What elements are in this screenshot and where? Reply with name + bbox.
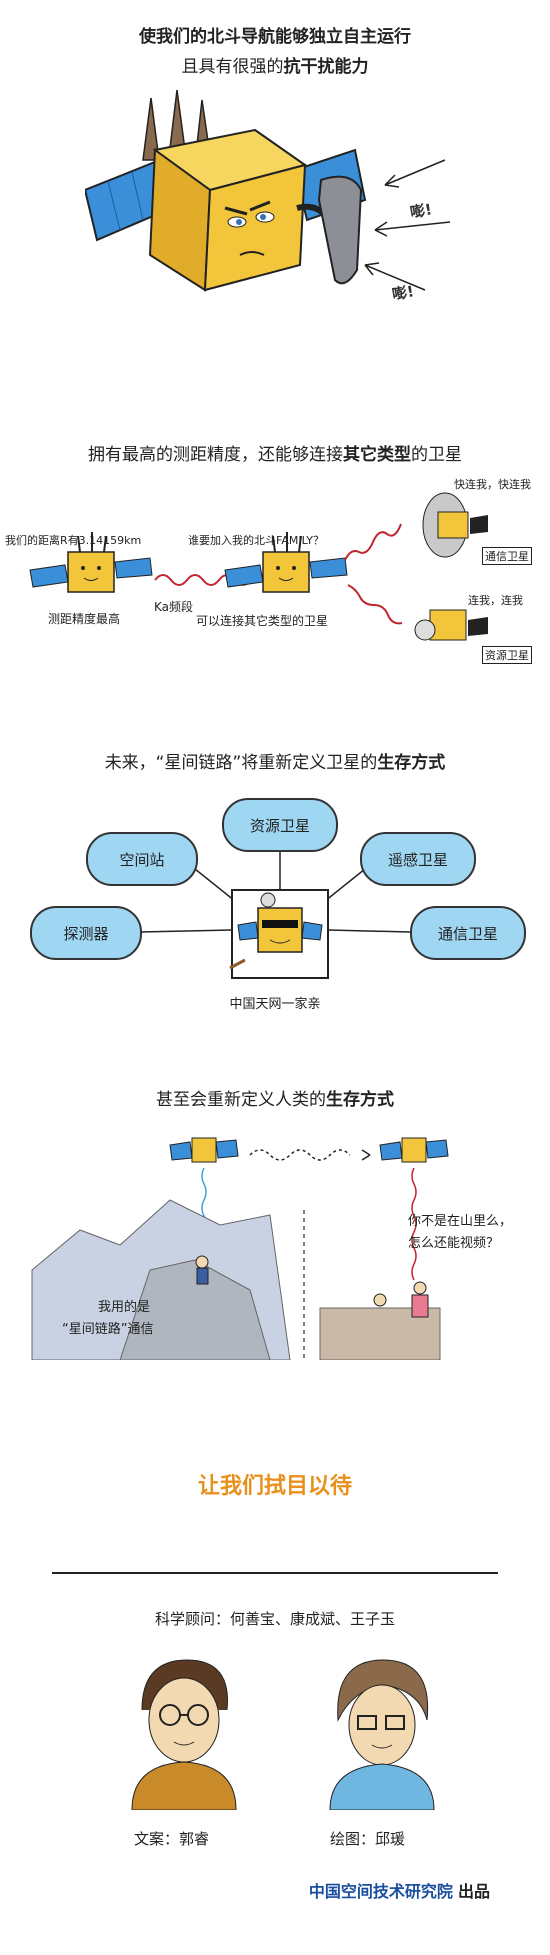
section1-title-line2-bold: 抗干扰能力 (283, 57, 369, 77)
section2-title-bold: 其它类型 (343, 445, 411, 465)
section2-title-post: 的卫星 (411, 445, 462, 465)
impact-sound-2: 嘭! (390, 282, 416, 304)
writer-credit: 文案：郭睿 (134, 1830, 210, 1848)
section1-title-line2-plain: 且具有很强的 (181, 57, 284, 77)
label-ranging-precision: 测距精度最高 (48, 612, 121, 626)
section4-title-bold: 生存方式 (326, 1090, 394, 1110)
node-resource-satellite: 资源卫星 (222, 798, 338, 852)
section3-title: 未来，“星间链路”将重新定义卫星的生存方式 (0, 748, 550, 773)
label-connect-other-satellites: 可以连接其它类型的卫星 (196, 614, 329, 628)
section2-title: 拥有最高的测距精度，还能够连接其它类型的卫星 (0, 440, 550, 465)
section3-title-bold: 生存方式 (377, 753, 446, 773)
writer-portrait (131, 1659, 237, 1810)
impact-sound-1: 嘭! (408, 200, 434, 222)
section1-title-line2: 且具有很强的抗干扰能力 (0, 52, 550, 77)
label-comm-satellite: 通信卫星 (482, 547, 532, 565)
shielded-satellite-illustration (85, 90, 451, 292)
satellite-link-illustration (29, 492, 488, 641)
speech-join-family: 谁要加入我的北斗FAMILY？ (188, 534, 324, 547)
section2-title-pre: 拥有最高的测距精度，还能够连接 (88, 445, 343, 465)
divider-rule (52, 1572, 498, 1574)
producer-credit: 中国空间技术研究院 出品 (309, 1878, 490, 1902)
speech-mountain-line2: “星间链路”通信 (62, 1322, 154, 1337)
section3-title-pre: 未来，“星间链路”将重新定义卫星的 (104, 753, 378, 773)
node-space-station: 空间站 (86, 832, 198, 886)
scientific-advisors: 科学顾问：何善宝、康成斌、王子玉 (154, 1610, 395, 1628)
node-remote-sensing-satellite: 遥感卫星 (360, 832, 476, 886)
network-caption: 中国天网一家亲 (229, 997, 321, 1012)
node-comm-satellite: 通信卫星 (410, 906, 526, 960)
section4-title: 甚至会重新定义人类的生存方式 (0, 1085, 550, 1110)
illustrator-portrait (329, 1659, 435, 1810)
label-ka-band: Ka频段 (154, 600, 194, 614)
label-resource-satellite: 资源卫星 (482, 646, 532, 664)
speech-home-line2: 怎么还能视频？ (408, 1236, 500, 1251)
producer-suffix: 出品 (457, 1882, 490, 1901)
closing-title: 让我们拭目以待 (197, 1474, 352, 1499)
node-probe: 探测器 (30, 906, 142, 960)
section4-title-pre: 甚至会重新定义人类的 (156, 1090, 326, 1110)
illustrator-credit: 绘图：邱瑗 (330, 1830, 406, 1848)
speech-connect-me-comm: 快连我，快连我 (454, 478, 531, 491)
network-connector-lines (139, 850, 411, 979)
speech-distance: 我们的距离R有3.14159km (5, 534, 142, 547)
speech-home-line1: 你不是在山里么， (408, 1214, 513, 1229)
video-call-illustration (31, 1137, 449, 1360)
speech-connect-me-resource: 连我，连我 (468, 594, 523, 607)
speech-mountain-line1: 我用的是 (98, 1300, 151, 1315)
producer-name: 中国空间技术研究院 (308, 1882, 453, 1901)
section1-title-line1: 使我们的北斗导航能够独立自主运行 (139, 27, 411, 47)
